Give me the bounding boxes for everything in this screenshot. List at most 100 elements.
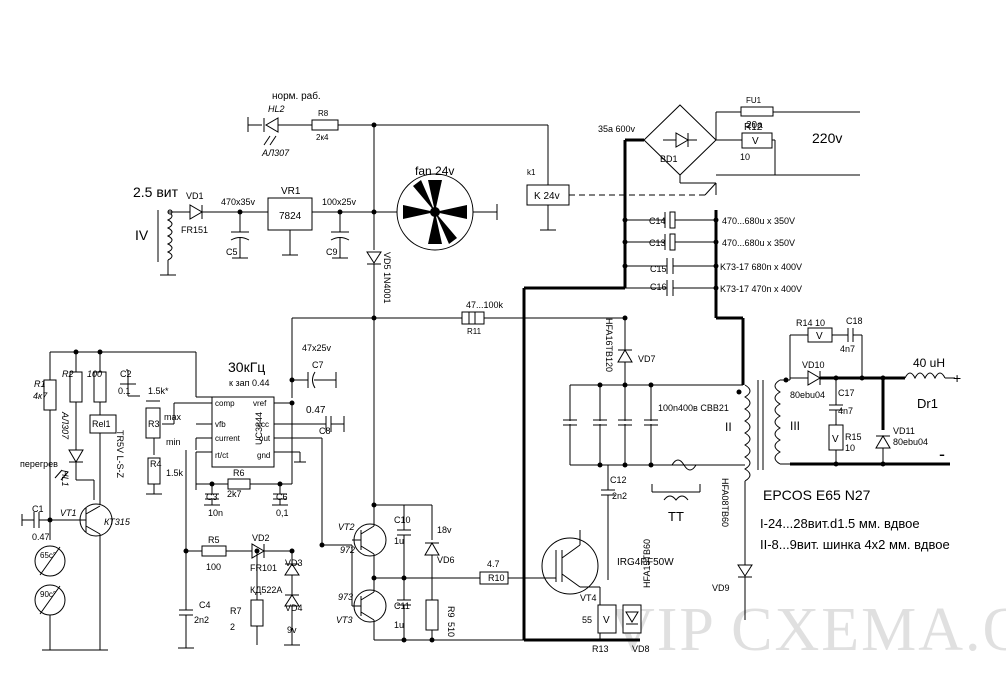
label-r15-value: 10 xyxy=(845,443,855,453)
label-t90: 90c° xyxy=(40,590,56,599)
label-c16-value: K73-17 470n x 400V xyxy=(720,284,802,294)
label-hfa08: HFA08TB60 xyxy=(720,478,730,527)
label-vt3: VT3 xyxy=(336,615,353,625)
igbt-vt4 xyxy=(506,530,642,640)
label-r13: R13 xyxy=(592,644,609,654)
label-r11-value: 47...100k xyxy=(466,300,504,310)
label-r7-value: 2 xyxy=(230,622,235,632)
label-hfa16: HFA16TB120 xyxy=(604,318,614,372)
indicator-hl2-branch xyxy=(247,117,549,185)
label-vr1: VR1 xyxy=(281,186,301,197)
label-vd2-value: FR101 xyxy=(250,563,277,573)
dc-bus xyxy=(522,138,745,642)
label-inductor-value: 40 uH xyxy=(913,356,945,370)
label-vt1: VT1 xyxy=(60,508,77,518)
label-r14-v: V xyxy=(816,331,823,342)
label-kt315: КТ315 xyxy=(104,517,131,527)
label-r12-v: V xyxy=(752,136,759,147)
label-c11-value: 1u xyxy=(394,620,404,630)
label-r5-value: 100 xyxy=(206,562,221,572)
rail-24v xyxy=(366,125,382,505)
label-r8: R8 xyxy=(318,109,329,118)
label-winding-2: II-8...9вит. шинка 4x2 мм. вдвое xyxy=(760,537,950,552)
label-r9-value: 510 xyxy=(446,622,456,637)
pin-gnd: gnd xyxy=(257,451,270,460)
label-c10: C10 xyxy=(394,515,411,525)
label-c1-value: 0.47 xyxy=(32,532,50,542)
transformer xyxy=(736,377,790,560)
label-irg: IRG4PF50W xyxy=(617,557,674,568)
label-r3: R3 xyxy=(148,419,160,429)
label-r2-value: 100 xyxy=(87,369,102,379)
label-r14: R14 10 xyxy=(796,318,825,328)
label-vd6: VD6 xyxy=(437,555,455,565)
label-c13: C13 xyxy=(649,238,666,248)
label-ic: UC3844 xyxy=(254,412,264,445)
feedback-network xyxy=(120,369,293,506)
label-vd3: VD3 xyxy=(285,558,303,568)
label-k1: k1 xyxy=(527,168,536,177)
label-vd11-value: 80ebu04 xyxy=(893,437,928,447)
label-fu-value: 20a xyxy=(746,120,763,131)
label-dr1: Dr1 xyxy=(917,396,938,411)
label-vd11: VD11 xyxy=(893,426,915,436)
pin-vref: vref xyxy=(253,399,267,408)
label-c18: C18 xyxy=(846,316,863,326)
label-c9: C9 xyxy=(326,247,338,257)
r11-line xyxy=(291,311,628,398)
label-winding-ii: II xyxy=(725,420,732,434)
label-c16: C16 xyxy=(650,282,667,292)
label-r10: R10 xyxy=(488,573,505,583)
label-c5: C5 xyxy=(226,247,238,257)
label-c1: C1 xyxy=(32,504,44,514)
label-vt2: VT2 xyxy=(338,522,355,532)
label-c9-value: 100x25v xyxy=(322,197,357,207)
gate-driver xyxy=(351,502,524,643)
label-t65: 65c° xyxy=(40,551,56,560)
pin-out: out xyxy=(259,434,271,443)
label-relay-part: TR5V L-S-Z xyxy=(115,430,125,479)
pin-vfb: vfb xyxy=(215,420,226,429)
label-c8: C8 xyxy=(319,426,331,436)
pin-current: current xyxy=(215,434,241,443)
label-c18-value: 4n7 xyxy=(840,344,855,354)
label-c15: C15 xyxy=(650,264,667,274)
label-frequency: 30кГц xyxy=(228,359,265,375)
label-relay: K 24v xyxy=(534,191,560,202)
label-vd9: VD9 xyxy=(712,583,730,593)
controller-ic xyxy=(174,371,352,548)
label-r12-value: 10 xyxy=(740,152,750,162)
label-winding-iv: IV xyxy=(135,227,149,243)
label-c12: C12 xyxy=(610,475,627,485)
label-r11: R11 xyxy=(467,327,482,336)
label-vt4: VT4 xyxy=(580,593,597,603)
label-c2-value: 0.1 xyxy=(118,386,131,396)
label-r13-value: 55 xyxy=(582,615,592,625)
label-regulator: 7824 xyxy=(279,211,302,222)
label-c17: C17 xyxy=(838,388,855,398)
label-r6-value: 2k7 xyxy=(227,489,242,499)
label-c17-value: 4n7 xyxy=(838,406,853,416)
label-winding-iii: III xyxy=(790,419,800,433)
label-c14-value: 470...680u x 350V xyxy=(722,216,795,226)
label-c11: C11 xyxy=(394,601,410,611)
label-r5: R5 xyxy=(208,535,220,545)
label-c8-value: 0.47 xyxy=(306,405,326,416)
label-tt: TT xyxy=(668,509,684,524)
label-minus: - xyxy=(939,444,945,464)
label-c13-value: 470...680u x 350V xyxy=(722,238,795,248)
mains-input xyxy=(643,104,860,195)
label-r6: R6 xyxy=(233,468,245,478)
label-c15-value: K73-17 680n x 400V xyxy=(720,262,802,272)
label-c6: C6 xyxy=(276,492,288,502)
label-hfa15: HFA15TB60 xyxy=(642,539,652,588)
primary-snubber xyxy=(563,318,745,471)
label-vd10-value: 80ebu04 xyxy=(790,390,825,400)
label-hl2: HL2 xyxy=(268,104,285,114)
label-r8-value: 2к4 xyxy=(316,133,329,142)
label-r4-value: 1.5k xyxy=(166,468,184,478)
label-vt2-value: 972 xyxy=(340,545,355,555)
label-c4-value: 2n2 xyxy=(194,615,209,625)
label-c-snub: 100n400в CBB21 xyxy=(658,403,729,413)
label-min: min xyxy=(166,437,181,447)
